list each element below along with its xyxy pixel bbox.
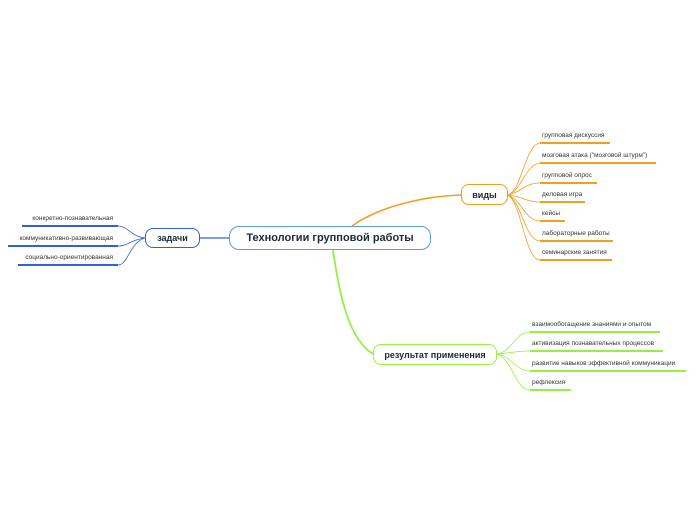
branch-result[interactable]: результат применения — [373, 344, 497, 365]
connector-vidy — [351, 194, 462, 227]
leaf-zadachi[interactable]: конкретно-познавательная — [32, 215, 113, 222]
zadachi-leaf-connectors — [117, 225, 146, 266]
vidy-leaf-connectors — [507, 142, 541, 261]
branch-vidy[interactable]: виды — [461, 184, 508, 205]
leaf-vidy[interactable]: мозговая атака ("мозговой штурм") — [542, 152, 648, 159]
leaf-zadachi[interactable]: социально-ориентированная — [25, 254, 113, 261]
leaf-vidy[interactable]: групповая дискуссия — [542, 132, 605, 139]
leaf-result[interactable]: развитие навыков эффективной коммуникаци… — [532, 360, 676, 367]
leaf-vidy[interactable]: кейсы — [542, 210, 561, 217]
leaf-result[interactable]: рефлексия — [532, 379, 566, 386]
leaf-vidy[interactable]: семинарские занятия — [542, 249, 607, 256]
leaf-result[interactable]: взаимообогащение знаниями и опытом — [532, 321, 652, 328]
leaf-zadachi[interactable]: коммуникативно-развивающая — [19, 235, 113, 242]
branch-vidy-label: виды — [472, 189, 497, 200]
result-leaf-connectors — [496, 331, 531, 391]
connector-result — [332, 249, 374, 355]
result-underlines — [530, 331, 686, 391]
central-topic[interactable]: Технологии групповой работы — [229, 226, 431, 250]
leaf-vidy[interactable]: групповой опрос — [542, 172, 592, 179]
zadachi-underlines — [8, 225, 118, 266]
central-topic-label: Технологии групповой работы — [246, 232, 414, 244]
leaf-result[interactable]: активизация познавательных процессов — [532, 340, 655, 347]
branch-result-label: результат применения — [384, 349, 486, 360]
leaf-vidy[interactable]: лабораторные работы — [542, 230, 610, 237]
leaf-vidy[interactable]: деловая игра — [542, 191, 583, 198]
vidy-underlines — [540, 142, 656, 261]
branch-zadachi[interactable]: задачи — [145, 228, 200, 248]
branch-zadachi-label: задачи — [157, 233, 188, 243]
